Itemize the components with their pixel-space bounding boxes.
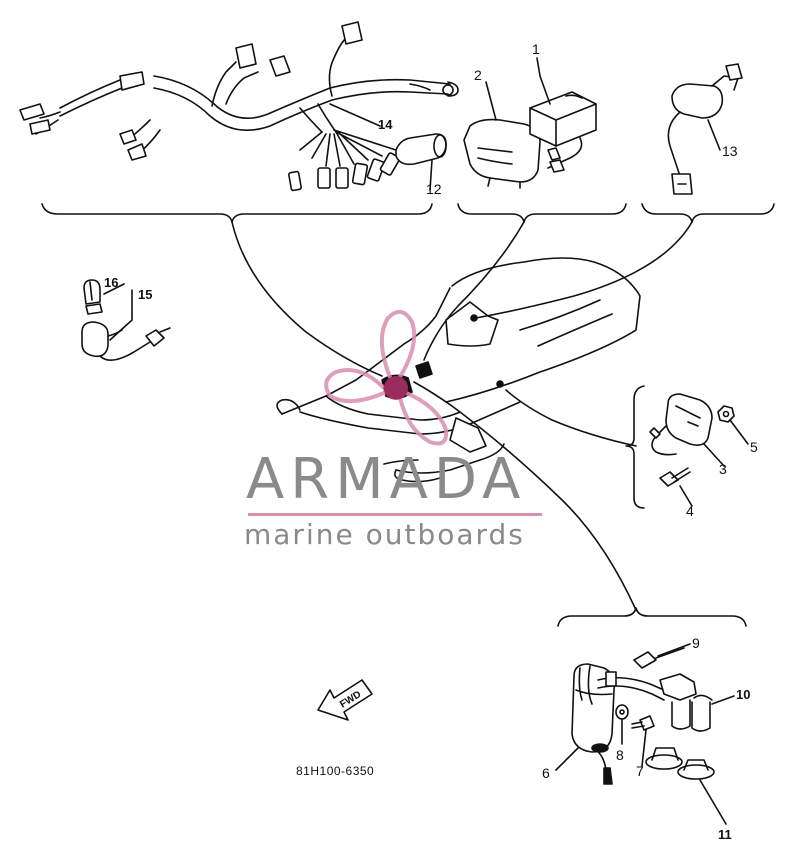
part-15-16-bulb-socket-drawing: [81, 279, 171, 361]
part-3-rectifier-drawing: [649, 393, 713, 456]
bracket-harness-group: [41, 203, 433, 223]
fwd-arrow: FWD: [317, 679, 373, 721]
part-13-main-switch-drawing: [667, 63, 743, 195]
bracket-cdi-group: [457, 203, 627, 223]
callout-3: 3: [719, 461, 727, 477]
part-1-cdi-unit-drawing: [529, 91, 597, 173]
callout-15: 15: [138, 287, 153, 302]
wire-harness-drawing: [19, 21, 459, 192]
watermark-brand: ARMADA: [246, 447, 527, 512]
leader-rectifier-group: [505, 389, 637, 447]
leader-harness: [231, 221, 383, 377]
part-2-cover-drawing: [463, 118, 541, 189]
watermark-rule: [248, 513, 542, 516]
callout-1: 1: [532, 41, 540, 57]
callout-2: 2: [474, 67, 482, 83]
callout-12: 12: [426, 181, 442, 197]
armada-propeller-logo: [324, 310, 449, 446]
callout-13: 13: [722, 143, 738, 159]
bracket-ignition-group: [557, 607, 747, 627]
callout-16: 16: [104, 275, 119, 290]
callout-5: 5: [750, 439, 758, 455]
leader-switch: [475, 221, 693, 319]
part-11-boots-drawing: [645, 747, 715, 780]
callout-10: 10: [736, 687, 751, 702]
part-9-clip-drawing: [633, 647, 685, 669]
watermark-tagline: marine outboards: [244, 518, 525, 551]
callout-8: 8: [616, 747, 624, 763]
callout-6: 6: [542, 765, 550, 781]
part-7-bolt-drawing: [631, 715, 655, 731]
bracket-switch-group: [641, 203, 775, 223]
part-10-plug-caps-drawing: [659, 673, 713, 732]
callout-11: 11: [718, 827, 732, 842]
leader-cdi: [423, 221, 525, 361]
callout-7: 7: [636, 763, 644, 779]
callout-14: 14: [378, 117, 393, 132]
part-8-washer-drawing: [615, 704, 629, 720]
diagram-part-number: 81H100-6350: [296, 764, 375, 778]
part-5-nut-drawing: [717, 405, 735, 423]
part-4-bolt-drawing: [659, 467, 691, 487]
callout-4: 4: [686, 503, 694, 519]
part-12-cap-drawing: [395, 133, 447, 166]
part-6-ignition-coil-drawing: [571, 663, 665, 785]
leader-ignition-group: [413, 381, 637, 611]
bracket-rectifier-group: [625, 385, 645, 509]
callout-9: 9: [692, 635, 700, 651]
